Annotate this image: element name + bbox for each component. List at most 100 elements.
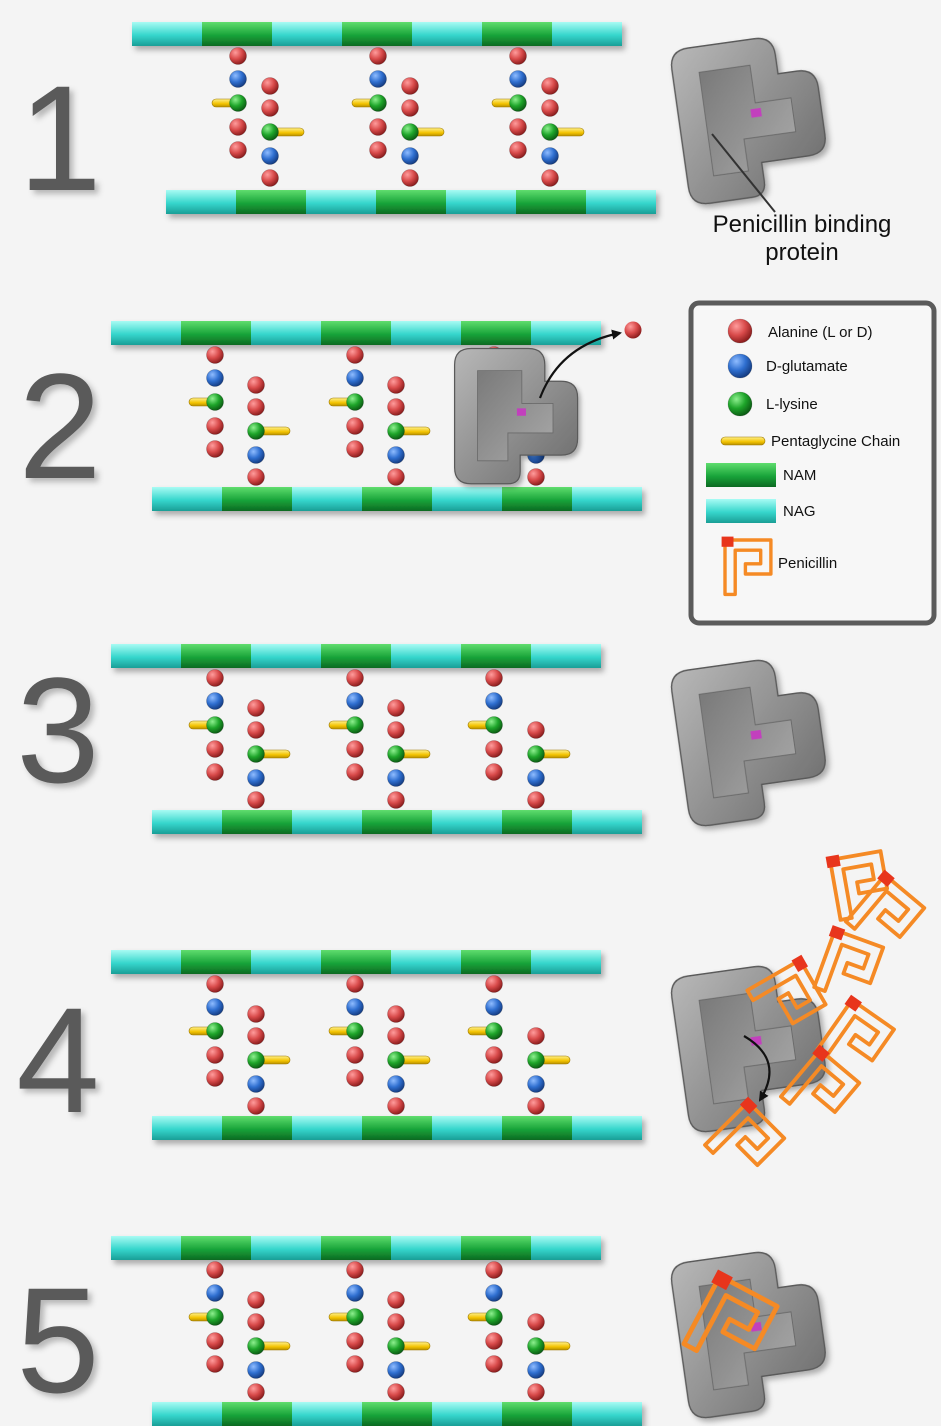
nag-segment (251, 321, 321, 345)
nam-segment (321, 1236, 391, 1260)
peptide-chain-top (211, 47, 247, 159)
l-lysine-ball (206, 1308, 224, 1326)
active-site (750, 107, 762, 118)
alanine-ball (509, 118, 527, 136)
nam-segment (236, 190, 306, 214)
alanine-ball (346, 417, 364, 435)
d-glutamate-ball (485, 692, 503, 710)
alanine-ball (206, 763, 224, 781)
alanine-ball (261, 99, 279, 117)
glycan-strand-bottom (152, 810, 642, 834)
d-glutamate-ball (387, 446, 405, 464)
alanine-ball (485, 763, 503, 781)
nag-segment (572, 1402, 642, 1426)
legend-label-penicillin: Penicillin (778, 555, 837, 572)
alanine-ball (387, 1291, 405, 1309)
alanine-ball (261, 169, 279, 187)
nag-segment (152, 1402, 222, 1426)
nag-segment (251, 1236, 321, 1260)
nag-segment (432, 487, 502, 511)
nag-segment (251, 950, 321, 974)
alanine-ball (527, 1027, 545, 1045)
alanine-ball (541, 77, 559, 95)
step-4-group: 4 (16, 849, 927, 1168)
alanine-ball (206, 740, 224, 758)
nag-segment (391, 950, 461, 974)
glycan-strand-bottom (166, 190, 656, 214)
nam-segment (516, 190, 586, 214)
nag-segment (572, 1116, 642, 1140)
d-glutamate-ball (485, 1284, 503, 1302)
alanine-ball (346, 1069, 364, 1087)
alanine-ball (369, 118, 387, 136)
d-glutamate-ball (509, 70, 527, 88)
l-lysine-ball (369, 94, 387, 112)
legend-label-nam: NAM (783, 467, 816, 484)
d-glutamate-ball (527, 1361, 545, 1379)
peptide-chain-bottom (387, 1291, 431, 1401)
glycan-strand-bottom (152, 487, 642, 511)
alanine-ball (229, 47, 247, 65)
d-glutamate-ball (369, 70, 387, 88)
glycan-strand-bottom (152, 1116, 642, 1140)
nag-segment (432, 1116, 502, 1140)
nag-segment (251, 644, 321, 668)
nam-segment (482, 22, 552, 46)
alanine-ball (401, 77, 419, 95)
alanine-ball (387, 468, 405, 486)
alanine-ball (247, 1027, 265, 1045)
alanine-ball (387, 1097, 405, 1115)
alanine-ball (387, 1313, 405, 1331)
step-1-group: 1 (18, 22, 826, 222)
nag-segment (531, 950, 601, 974)
peptide-chain-top (351, 47, 387, 159)
nag-segment (306, 190, 376, 214)
nam-segment (181, 1236, 251, 1260)
alanine-ball (206, 1332, 224, 1350)
alanine-ball (541, 99, 559, 117)
alanine-ball (527, 1383, 545, 1401)
step-2-group: 2 (18, 321, 642, 511)
nag-icon (706, 499, 776, 523)
d-glutamate-ball (387, 1075, 405, 1093)
l-lysine-ball (346, 1308, 364, 1326)
nam-segment (202, 22, 272, 46)
legend-label-nag: NAG (783, 503, 816, 520)
alanine-ball (247, 1097, 265, 1115)
l-lysine-ball (485, 1022, 503, 1040)
nam-segment (461, 1236, 531, 1260)
l-lysine-ball (346, 1022, 364, 1040)
nag-segment (292, 810, 362, 834)
legend-label-d-glutamate: D-glutamate (766, 358, 848, 375)
alanine-ball (346, 740, 364, 758)
alanine-ball (509, 47, 527, 65)
d-glutamate-ball (727, 353, 753, 379)
active-site (516, 408, 526, 416)
penicillin-bound (681, 1269, 780, 1353)
d-glutamate-ball (206, 692, 224, 710)
d-glutamate-ball (527, 769, 545, 787)
alanine-ball (401, 99, 419, 117)
d-glutamate-ball (261, 147, 279, 165)
legend: Alanine (L or D) D-glutamate L-lysine Pe… (688, 300, 937, 626)
d-glutamate-ball (206, 369, 224, 387)
l-lysine-ball (206, 393, 224, 411)
alanine-icon (727, 318, 753, 344)
peptide-chain-bottom (527, 1027, 571, 1115)
alanine-ball (387, 1005, 405, 1023)
l-lysine-ball (229, 94, 247, 112)
nag-segment (166, 190, 236, 214)
d-glutamate-ball (387, 1361, 405, 1379)
alanine-ball (206, 440, 224, 458)
alanine-ball (387, 721, 405, 739)
nag-segment (292, 1116, 362, 1140)
nam-segment (461, 321, 531, 345)
alanine-ball (485, 1261, 503, 1279)
nag-segment (132, 22, 202, 46)
peptide-chain-bottom (541, 77, 585, 187)
alanine-ball (247, 721, 265, 739)
callout-label-line2: protein (765, 239, 838, 266)
alanine-ball (527, 468, 545, 486)
step-5-group: 5 (16, 1236, 826, 1426)
